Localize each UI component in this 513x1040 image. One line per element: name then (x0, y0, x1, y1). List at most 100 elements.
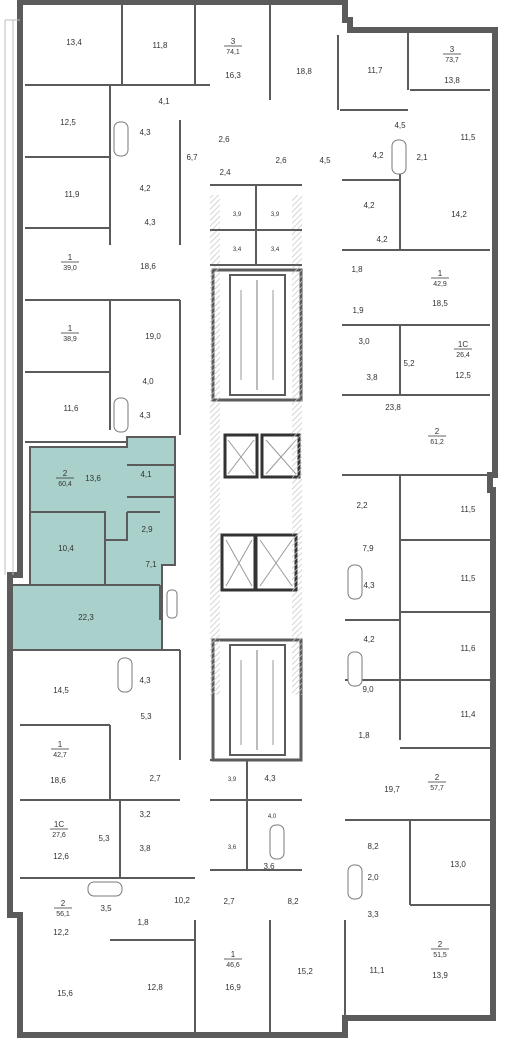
apartment-label[interactable]: 251,5 (431, 940, 449, 959)
room-area: 3,4 (233, 247, 242, 253)
room-area: 3,3 (367, 910, 379, 919)
room-area: 7,1 (145, 560, 157, 569)
core-hatched-walls (210, 195, 302, 695)
room-area: 4,2 (376, 235, 388, 244)
room-area-labels: 13,4 11,8 16,3 18,8 11,7 13,8 12,5 4,1 4… (50, 38, 476, 998)
building-outline (7, 0, 498, 1038)
svg-text:1: 1 (68, 253, 73, 262)
svg-text:46,6: 46,6 (226, 962, 240, 969)
room-area: 4,2 (363, 635, 375, 644)
svg-text:2: 2 (435, 427, 440, 436)
room-area: 11,5 (461, 133, 477, 142)
room-area: 5,3 (140, 712, 152, 721)
room-area: 3,9 (271, 212, 280, 218)
room-area: 2,7 (223, 897, 235, 906)
room-area: 2,4 (219, 168, 231, 177)
room-area: 3,6 (263, 862, 275, 871)
room-area: 4,2 (139, 184, 151, 193)
stair-core-lower (211, 638, 303, 762)
room-area: 12,5 (60, 118, 76, 127)
room-area: 8,2 (367, 842, 379, 851)
room-area: 12,5 (455, 371, 471, 380)
room-area: 1,8 (358, 731, 370, 740)
apartment-label[interactable]: 1С 27,6 (50, 820, 68, 839)
svg-text:27,6: 27,6 (52, 832, 66, 839)
room-area: 11,9 (65, 190, 81, 199)
room-area: 18,8 (296, 67, 312, 76)
apartment-label-selected[interactable]: 260,4 (56, 469, 74, 488)
svg-text:61,2: 61,2 (430, 439, 444, 446)
apartment-label[interactable]: 142,9 (431, 269, 449, 288)
apartment-label[interactable]: 374,1 (224, 37, 242, 56)
svg-text:73,7: 73,7 (445, 57, 459, 64)
room-area: 4,1 (140, 470, 152, 479)
apartment-label[interactable]: 146,6 (224, 950, 242, 969)
room-area: 3,0 (358, 337, 370, 346)
svg-text:56,1: 56,1 (56, 911, 70, 918)
room-area: 4,3 (139, 128, 151, 137)
svg-text:1С: 1С (458, 340, 468, 349)
apartment-label[interactable]: 261,2 (428, 427, 446, 446)
room-area: 2,9 (141, 525, 153, 534)
selected-apartment-area[interactable] (11, 436, 176, 651)
room-area: 23,8 (385, 403, 401, 412)
room-area: 19,0 (145, 332, 161, 341)
room-area: 4,3 (139, 411, 151, 420)
apartment-label[interactable]: 139,0 (61, 253, 79, 272)
room-area: 16,3 (225, 71, 241, 80)
room-area: 2,1 (416, 153, 428, 162)
room-area: 4,1 (158, 97, 170, 106)
svg-text:2: 2 (61, 899, 66, 908)
room-area: 22,3 (78, 613, 94, 622)
apartment-label[interactable]: 257,7 (428, 773, 446, 792)
svg-text:42,7: 42,7 (53, 752, 67, 759)
room-area: 11,7 (368, 66, 384, 75)
svg-text:60,4: 60,4 (58, 481, 72, 488)
room-area: 1,9 (352, 306, 364, 315)
room-area: 5,2 (403, 359, 415, 368)
room-area: 11,1 (370, 966, 386, 975)
room-area: 18,6 (50, 776, 66, 785)
room-area: 3,6 (228, 845, 237, 851)
svg-text:38,9: 38,9 (63, 336, 77, 343)
room-area: 15,6 (57, 989, 73, 998)
room-area: 13,4 (66, 38, 82, 47)
room-area: 3,9 (228, 777, 237, 783)
room-area: 1,8 (137, 918, 149, 927)
room-area: 4,3 (264, 774, 276, 783)
room-area: 3,8 (139, 844, 151, 853)
room-area: 2,0 (367, 873, 379, 882)
room-area: 19,7 (384, 785, 400, 794)
room-area: 2,6 (275, 156, 287, 165)
balcony-left-outline (4, 19, 20, 575)
apartment-label[interactable]: 373,7 (443, 45, 461, 64)
svg-text:1С: 1С (54, 820, 64, 829)
room-area: 11,8 (153, 41, 169, 50)
apartment-label[interactable]: 142,7 (51, 740, 69, 759)
room-area: 4,2 (363, 201, 375, 210)
room-area: 4,3 (363, 581, 375, 590)
room-area: 4,3 (144, 218, 156, 227)
svg-text:51,5: 51,5 (433, 952, 447, 959)
room-area: 1,8 (351, 265, 363, 274)
apartment-label[interactable]: 138,9 (61, 324, 79, 343)
apartment-label[interactable]: 1С 26,4 (454, 340, 472, 359)
room-area: 11,5 (461, 505, 477, 514)
room-area: 4,5 (319, 156, 331, 165)
room-area: 3,4 (271, 247, 280, 253)
room-area: 4,3 (139, 676, 151, 685)
room-area: 12,6 (53, 852, 69, 861)
room-area: 13,0 (450, 860, 466, 869)
apartment-label[interactable]: 256,1 (54, 899, 72, 918)
room-area: 13,9 (432, 971, 448, 980)
svg-text:2: 2 (435, 773, 440, 782)
room-area: 18,5 (432, 299, 448, 308)
svg-text:26,4: 26,4 (456, 352, 470, 359)
svg-text:1: 1 (68, 324, 73, 333)
svg-text:2: 2 (63, 469, 68, 478)
selected-apartment-inner-walls (30, 464, 175, 620)
room-area: 11,4 (461, 710, 477, 719)
room-area: 2,6 (218, 135, 230, 144)
room-area: 10,2 (174, 896, 190, 905)
